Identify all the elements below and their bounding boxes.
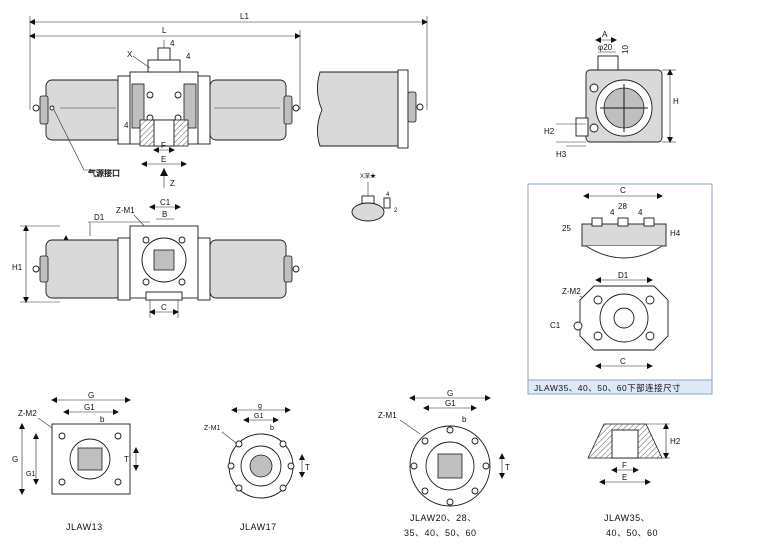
front-view: L1 L X 4 4 4 — [29, 12, 428, 188]
jlaw20-dim-g1: G1 — [445, 399, 456, 408]
label-2-small: 2 — [394, 208, 398, 214]
extended-cylinder — [317, 71, 399, 147]
inset-dim-c: C — [620, 186, 626, 195]
label-zm1: Z-M1 — [116, 206, 135, 215]
jlaw17-view: g G1 b Z-M1 T JLAW17 — [204, 403, 310, 532]
left-cylinder — [45, 79, 123, 141]
jlaw13-view: G G1 b Z-M2 G G1 T JLAW13 — [12, 391, 139, 532]
jlaw17-dim-b: b — [270, 425, 274, 432]
jlaw35-dim-f: F — [622, 461, 627, 470]
jlaw20-dim-t: T — [505, 463, 510, 472]
inset-caption: JLAW35、40、50、60下部连接尺寸 — [534, 383, 681, 393]
jlaw13-label-zm2: Z-M2 — [18, 409, 37, 418]
dim-phi20: φ20 — [598, 43, 613, 52]
jlaw20-label-zm1: Z-M1 — [378, 411, 397, 420]
label-z: Z — [170, 179, 175, 188]
dim-h2: H2 — [544, 127, 555, 136]
dim-b: B — [162, 210, 167, 219]
dim-c: C — [161, 303, 167, 312]
jlaw20-view: G G1 b Z-M1 T JLAW20、28、 35、40、50、60 — [378, 389, 510, 538]
jlaw13-dim-b: b — [100, 415, 105, 424]
dim-h3: H3 — [556, 150, 567, 159]
jlaw17-label-zm1: Z-M1 — [204, 425, 220, 432]
dim-c1: C1 — [160, 198, 171, 207]
dim-d1: D1 — [94, 213, 105, 222]
jlaw17-dim-g: g — [258, 403, 262, 410]
dim-l1: L1 — [240, 12, 249, 21]
right-cylinder — [209, 79, 287, 141]
jlaw13-dim-t: T — [124, 455, 129, 464]
jlaw17-caption: JLAW17 — [240, 522, 277, 532]
jlaw35-dim-h2: H2 — [670, 437, 681, 446]
top-view: C1 B Z-M1 D1 D H1 C — [12, 198, 300, 318]
jlaw20-dim-b: b — [462, 415, 467, 424]
jlaw13-dim-g1-vertical: G1 — [26, 471, 35, 478]
label-air-port: 气源接口 — [87, 168, 120, 178]
jlaw35-caption-line1: JLAW35、 — [604, 513, 650, 523]
inset-dim-h4: H4 — [670, 229, 681, 238]
label-xsq: X深★ — [360, 172, 376, 180]
jlaw13-dim-g1: G1 — [84, 403, 95, 412]
jlaw35-view: H2 F E JLAW35、 40、50、60 — [587, 423, 681, 538]
inset-label-zm2: Z-M2 — [562, 287, 581, 296]
inset-dim-4b: 4 — [638, 208, 643, 217]
side-view: A φ20 10 H H2 H3 — [544, 30, 679, 159]
dim-l: L — [162, 26, 167, 35]
jlaw13-dim-g-vertical: G — [12, 455, 18, 464]
jlaw20-caption-line2: 35、40、50、60 — [404, 528, 477, 538]
label-4-small: 4 — [386, 192, 390, 198]
dim-10: 10 — [621, 45, 630, 54]
jlaw13-dim-g: G — [88, 391, 94, 400]
inset-dim-28: 28 — [618, 202, 627, 211]
jlaw20-dim-g: G — [447, 389, 453, 398]
dim-h: H — [673, 97, 679, 106]
label-x: X — [127, 50, 133, 59]
inset-panel: JLAW35、40、50、60下部连接尺寸 C 4 28 4 25 H4 D1 … — [527, 183, 713, 395]
dim-4-side: 4 — [186, 52, 191, 61]
jlaw35-caption-line2: 40、50、60 — [606, 528, 658, 538]
inset-dim-c-bottom: C — [620, 357, 626, 366]
inset-dim-c1: C1 — [550, 321, 561, 330]
shaft-detail: X深★ 4 2 — [351, 172, 398, 222]
dim-4-top: 4 — [170, 39, 175, 48]
jlaw17-dim-g1: G1 — [254, 413, 263, 420]
jlaw35-dim-e: E — [622, 473, 627, 482]
jlaw13-caption: JLAW13 — [66, 522, 103, 532]
dim-e: E — [161, 155, 166, 164]
inset-dim-25: 25 — [562, 224, 571, 233]
dim-4-left: 4 — [124, 121, 129, 130]
inset-dim-d1: D1 — [618, 271, 629, 280]
dim-f: F — [161, 141, 166, 150]
jlaw20-caption-line1: JLAW20、28、 — [410, 513, 477, 523]
dim-a: A — [602, 30, 608, 39]
dim-h1: H1 — [12, 263, 23, 272]
jlaw17-dim-t: T — [305, 463, 310, 472]
inset-dim-4a: 4 — [610, 208, 615, 217]
